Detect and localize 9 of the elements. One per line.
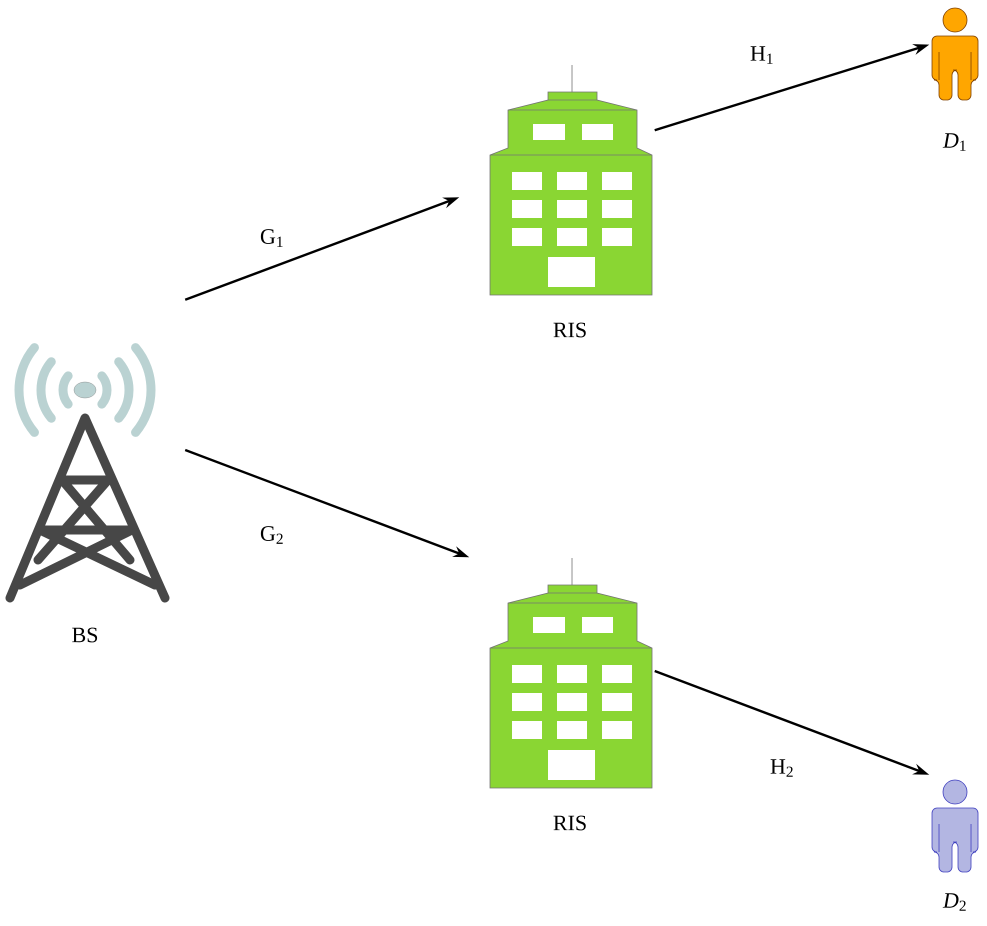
edge-label: H$_{2}$	[768, 758, 796, 778]
node-label: D$_{1}$	[942, 133, 966, 151]
edge-label: G$_{2}$	[258, 525, 286, 545]
edge-label: G$_{1}$	[258, 228, 286, 248]
node-label: D$_{2}$	[942, 893, 966, 911]
edge-label: H$_{1}$	[748, 45, 776, 65]
node-label: RIS	[554, 816, 586, 830]
node-label: BS	[72, 628, 98, 642]
node-label: RIS	[554, 322, 586, 338]
